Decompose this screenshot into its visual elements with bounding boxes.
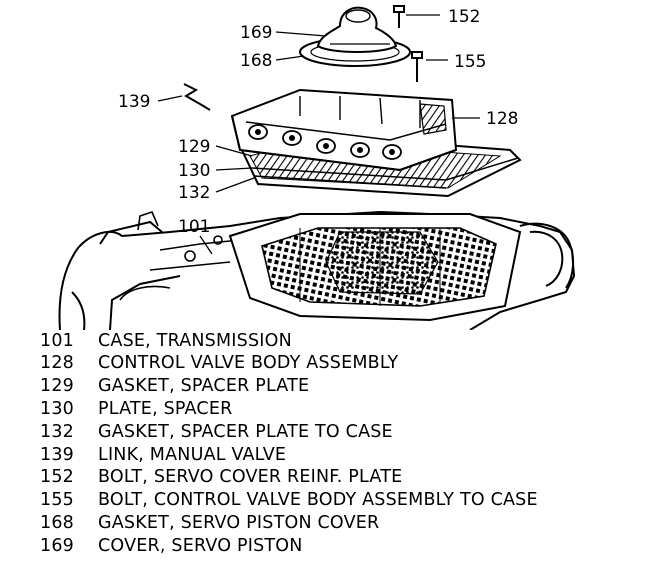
legend-row: 169 COVER, SERVO PISTON <box>40 535 650 558</box>
legend-row: 132 GASKET, SPACER PLATE TO CASE <box>40 421 650 444</box>
callout-129: 129 <box>178 137 210 157</box>
legend-row: 155 BOLT, CONTROL VALVE BODY ASSEMBLY TO… <box>40 490 650 513</box>
legend-desc: LINK, MANUAL VALVE <box>98 444 287 465</box>
case-front-housing <box>119 211 241 301</box>
legend-row: 168 GASKET, SERVO PISTON COVER <box>40 512 650 535</box>
exploded-view-diagram: 169 152 168 155 139 128 129 130 132 101 <box>58 5 576 330</box>
legend-desc: GASKET, SPACER PLATE TO CASE <box>98 421 393 442</box>
bolt-155 <box>411 51 423 82</box>
case-valve-pocket <box>228 213 522 322</box>
legend-desc: COVER, SERVO PISTON <box>98 535 303 556</box>
legend-ref: 169 <box>40 535 75 556</box>
callout-132: 132 <box>178 183 210 203</box>
callout-152: 152 <box>448 7 480 27</box>
legend-row: 129 GASKET, SPACER PLATE <box>40 376 650 399</box>
legend-desc: BOLT, SERVO COVER REINF. PLATE <box>98 467 403 488</box>
transmission-case <box>58 210 576 330</box>
legend-row: 130 PLATE, SPACER <box>40 398 650 421</box>
manual-valve-link <box>183 83 211 111</box>
callout-168: 168 <box>240 51 272 71</box>
legend-desc: GASKET, SERVO PISTON COVER <box>98 513 380 534</box>
callout-139: 139 <box>118 92 150 112</box>
legend-row: 128 CONTROL VALVE BODY ASSEMBLY <box>40 353 650 376</box>
legend-row: 101 CASE, TRANSMISSION <box>40 330 650 353</box>
legend-ref: 152 <box>40 467 75 488</box>
legend-row: 152 BOLT, SERVO COVER REINF. PLATE <box>40 467 650 490</box>
legend-desc: PLATE, SPACER <box>98 399 233 420</box>
callout-169: 169 <box>240 23 272 43</box>
legend-desc: CASE, TRANSMISSION <box>98 330 292 351</box>
servo-piston-cover <box>316 6 398 53</box>
parts-legend: 101 CASE, TRANSMISSION 128 CONTROL VALVE… <box>40 330 650 558</box>
callout-130: 130 <box>178 161 210 181</box>
callout-128: 128 <box>486 109 518 129</box>
legend-desc: BOLT, CONTROL VALVE BODY ASSEMBLY TO CAS… <box>98 490 538 511</box>
legend-ref: 101 <box>40 330 75 351</box>
legend-ref: 128 <box>40 353 75 374</box>
legend-ref: 129 <box>40 376 75 397</box>
legend-ref: 139 <box>40 444 75 465</box>
legend-desc: GASKET, SPACER PLATE <box>98 376 310 397</box>
control-valve-body <box>230 88 458 172</box>
legend-ref: 132 <box>40 421 75 442</box>
legend-row: 139 LINK, MANUAL VALVE <box>40 444 650 467</box>
legend-desc: CONTROL VALVE BODY ASSEMBLY <box>98 353 399 374</box>
callout-155: 155 <box>454 52 486 72</box>
legend-ref: 130 <box>40 399 75 420</box>
leader-lines <box>157 14 480 255</box>
bolt-152 <box>393 5 405 28</box>
legend-ref: 155 <box>40 490 75 511</box>
legend-ref: 168 <box>40 513 75 534</box>
callout-101: 101 <box>178 217 210 237</box>
